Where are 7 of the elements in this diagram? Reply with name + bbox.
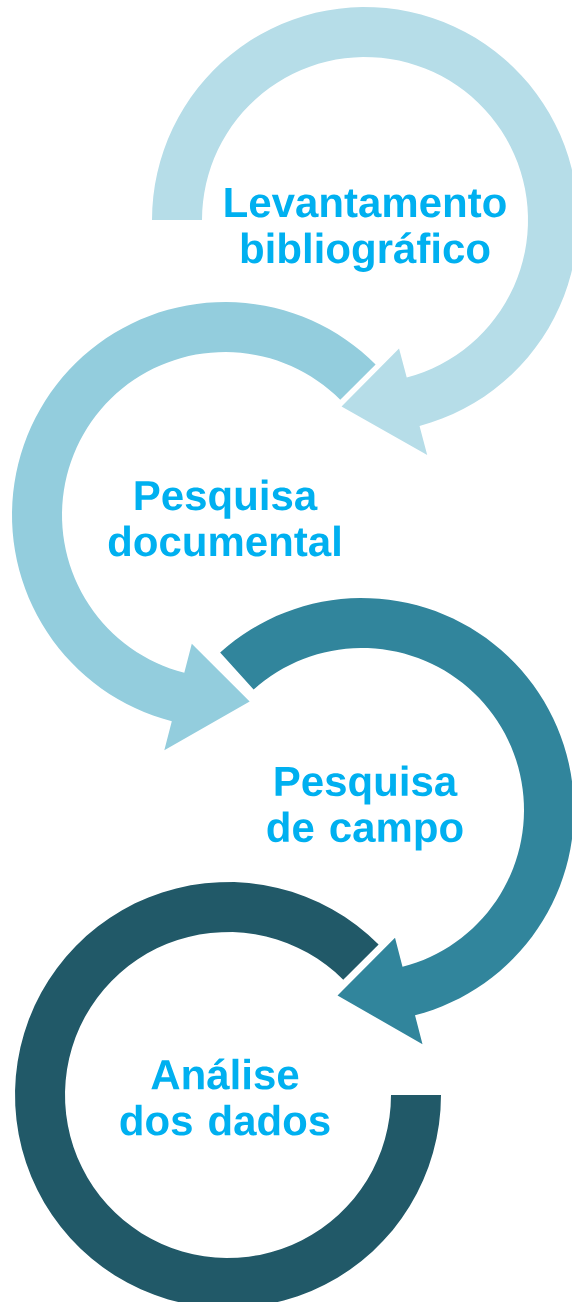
step-label: Pesquisa documental [108,479,340,557]
step-label: Levantamento bibliográfico [225,188,506,272]
step-label: Pesquisa de campo [267,765,463,851]
circular-arrow [12,302,376,751]
circular-arrow [220,598,572,1045]
circular-arrow [152,7,572,455]
step-label: Análise dos dados [120,1058,330,1136]
